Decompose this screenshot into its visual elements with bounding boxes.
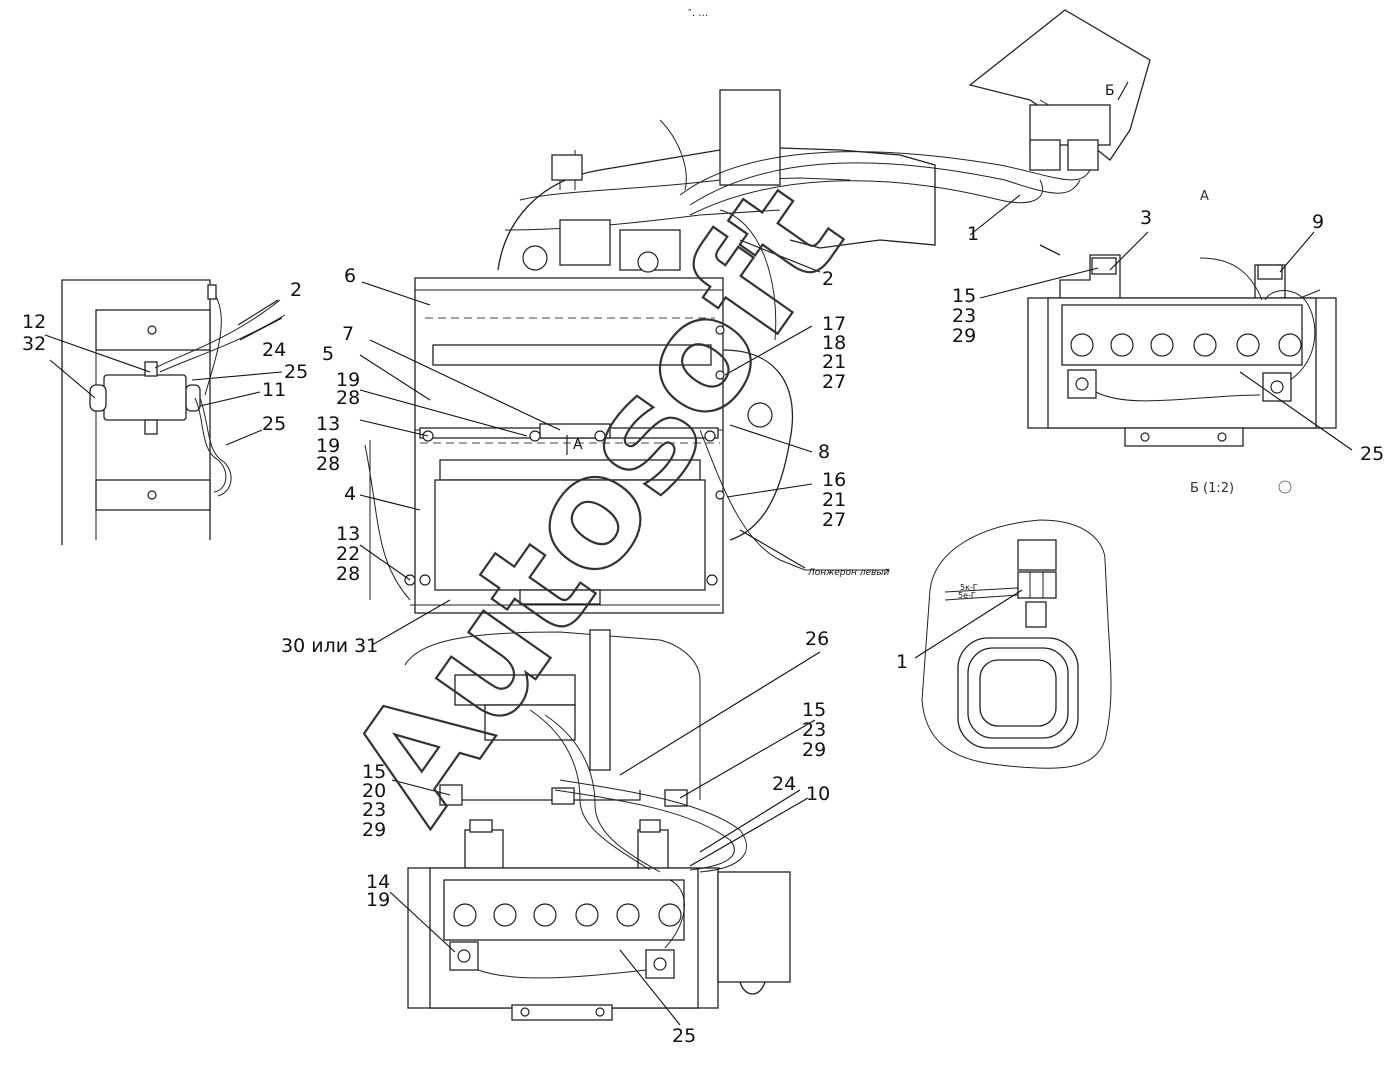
center-leaders: Лонжерон левый — [359, 194, 1021, 646]
callout-8: 8 — [818, 441, 830, 463]
callout-2-main: 2 — [822, 268, 834, 290]
center-battery-box: A — [364, 89, 936, 614]
callout-21b: 21 — [822, 489, 846, 511]
callout-28b: 28 — [316, 453, 340, 475]
a-callout-15: 15 — [952, 285, 976, 307]
left-callout-12: 12 — [22, 311, 46, 333]
bottom-callout-20: 20 — [362, 780, 386, 802]
a-callout-23: 23 — [952, 305, 976, 327]
callout-5: 5 — [322, 343, 334, 365]
a-callout-3: 3 — [1140, 207, 1152, 229]
bottom-callout-19: 19 — [366, 889, 390, 911]
callout-16: 16 — [822, 469, 846, 491]
callout-1-main: 1 — [967, 223, 979, 245]
left-relay-detail — [44, 279, 286, 545]
callout-17: 17 — [822, 313, 846, 335]
callout-27a: 27 — [822, 371, 846, 393]
view-b-title: Б (1:2) — [1190, 481, 1234, 496]
bottom-callout-15b: 15 — [362, 761, 386, 783]
callout-28c: 28 — [336, 563, 360, 585]
view-a-battery: A — [979, 189, 1353, 451]
a-section-mark: A — [573, 437, 583, 453]
bottom-callout-10: 10 — [806, 783, 830, 805]
left-callout-11: 11 — [262, 379, 286, 401]
view-a-title: A — [1200, 189, 1209, 204]
callout-7: 7 — [342, 323, 354, 345]
bottom-callout-23a: 23 — [802, 719, 826, 741]
callout-6: 6 — [344, 265, 356, 287]
a-callout-9: 9 — [1312, 211, 1324, 233]
wire-label-5e: 5е-Г — [958, 591, 976, 600]
callout-19b: 19 — [316, 435, 340, 457]
left-callout-25a: 25 — [284, 361, 308, 383]
left-callout-32: 32 — [22, 333, 46, 355]
view-b-detail: Б (1:2) 5к-Г 5е-Г — [914, 480, 1292, 769]
wire-label-5k: 5к-Г — [960, 583, 978, 592]
bottom-callout-26: 26 — [805, 628, 829, 650]
bottom-callout-14: 14 — [366, 871, 390, 893]
a-callout-25: 25 — [1360, 443, 1384, 465]
spar-annotation: Лонжерон левый — [807, 568, 889, 578]
bottom-callout-29b: 29 — [362, 819, 386, 841]
callout-27b: 27 — [822, 509, 846, 531]
left-callout-24: 24 — [262, 339, 286, 361]
callout-4: 4 — [344, 483, 356, 505]
upper-right-assembly: Б — [679, 9, 1151, 216]
callout-13a: 13 — [316, 413, 340, 435]
bottom-callout-23b: 23 — [362, 799, 386, 821]
bottom-battery — [389, 629, 821, 1026]
callout-19: 19 — [336, 369, 360, 391]
bottom-callout-24: 24 — [772, 773, 796, 795]
callout-21a: 21 — [822, 351, 846, 373]
top-mark: ″․ … — [688, 8, 708, 19]
left-callout-2: 2 — [290, 279, 302, 301]
callout-13b: 13 — [336, 523, 360, 545]
bottom-callout-15a: 15 — [802, 699, 826, 721]
callout-labels: 1 2 6 7 5 19 28 13 19 28 4 13 22 28 30 и… — [22, 207, 1384, 1047]
callout-28: 28 — [336, 387, 360, 409]
callout-18: 18 — [822, 332, 846, 354]
b-view-arrow-label: Б — [1105, 83, 1115, 99]
a-callout-29: 29 — [952, 325, 976, 347]
callout-30-31: 30 или 31 — [281, 635, 378, 657]
left-callout-25b: 25 — [262, 413, 286, 435]
bottom-callout-29a: 29 — [802, 739, 826, 761]
b-callout-1: 1 — [896, 651, 908, 673]
bottom-callout-25: 25 — [672, 1025, 696, 1047]
callout-22: 22 — [336, 543, 360, 565]
